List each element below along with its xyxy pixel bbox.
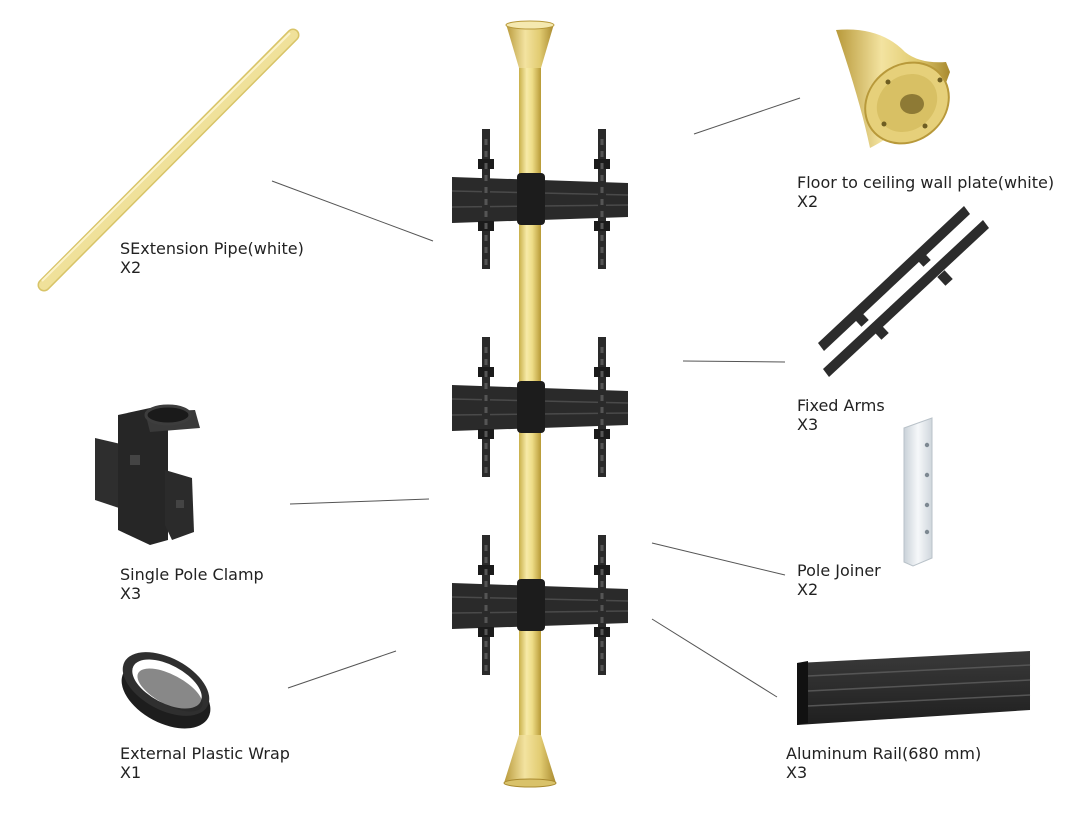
leader-aluminum-rail <box>651 618 778 698</box>
label-single-pole-clamp: Single Pole Clamp X3 <box>120 565 264 603</box>
leader-single-pole-clamp <box>289 498 430 505</box>
mount-clamp <box>517 579 545 631</box>
aluminum-rail-illustration <box>797 651 1031 725</box>
bottom-cone <box>504 735 556 783</box>
part-qty: X3 <box>120 584 142 603</box>
part-name: Single Pole Clamp <box>120 565 264 584</box>
part-qty: X2 <box>797 192 819 211</box>
part-qty: X2 <box>120 258 142 277</box>
part-name: Floor to ceiling wall plate(white) <box>797 173 1055 192</box>
part-qty: X1 <box>120 763 142 782</box>
pole-joiner-illustration <box>903 417 933 567</box>
fixed-arms-illustration <box>818 206 989 377</box>
part-qty: X3 <box>786 763 808 782</box>
part-name: External Plastic Wrap <box>120 744 290 763</box>
leader-wall-plate <box>693 97 801 135</box>
single-pole-clamp-illustration <box>95 404 200 545</box>
leader-lines <box>271 97 801 698</box>
leader-external-plastic-wrap <box>287 650 397 689</box>
part-name: SExtension Pipe(white) <box>120 239 304 258</box>
label-fixed-arms: Fixed Arms X3 <box>797 396 885 434</box>
label-aluminum-rail: Aluminum Rail(680 mm) X3 <box>786 744 981 782</box>
leader-fixed-arms <box>682 360 786 363</box>
part-name: Fixed Arms <box>797 396 885 415</box>
leader-pole-joiner <box>651 542 786 576</box>
top-cone <box>506 24 554 68</box>
mount-clamp <box>517 173 545 225</box>
part-qty: X3 <box>797 415 819 434</box>
mount-unit <box>451 535 629 675</box>
label-external-plastic-wrap: External Plastic Wrap X1 <box>120 744 290 782</box>
external-plastic-wrap-illustration <box>121 652 211 729</box>
leader-extension-pipe <box>271 180 434 242</box>
extension-pipe-illustration <box>37 28 300 292</box>
part-qty: X2 <box>797 580 819 599</box>
label-extension-pipe: SExtension Pipe(white) X2 <box>120 239 304 277</box>
label-wall-plate: Floor to ceiling wall plate(white) X2 <box>797 173 1054 211</box>
mount-unit <box>451 129 629 269</box>
part-name: Pole Joiner <box>797 561 881 580</box>
display-mounts <box>451 129 629 675</box>
mount-clamp <box>517 381 545 433</box>
label-pole-joiner: Pole Joiner X2 <box>797 561 881 599</box>
part-name: Aluminum Rail(680 mm) <box>786 744 982 763</box>
mount-unit <box>451 337 629 477</box>
wall-plate-illustration <box>836 29 950 148</box>
